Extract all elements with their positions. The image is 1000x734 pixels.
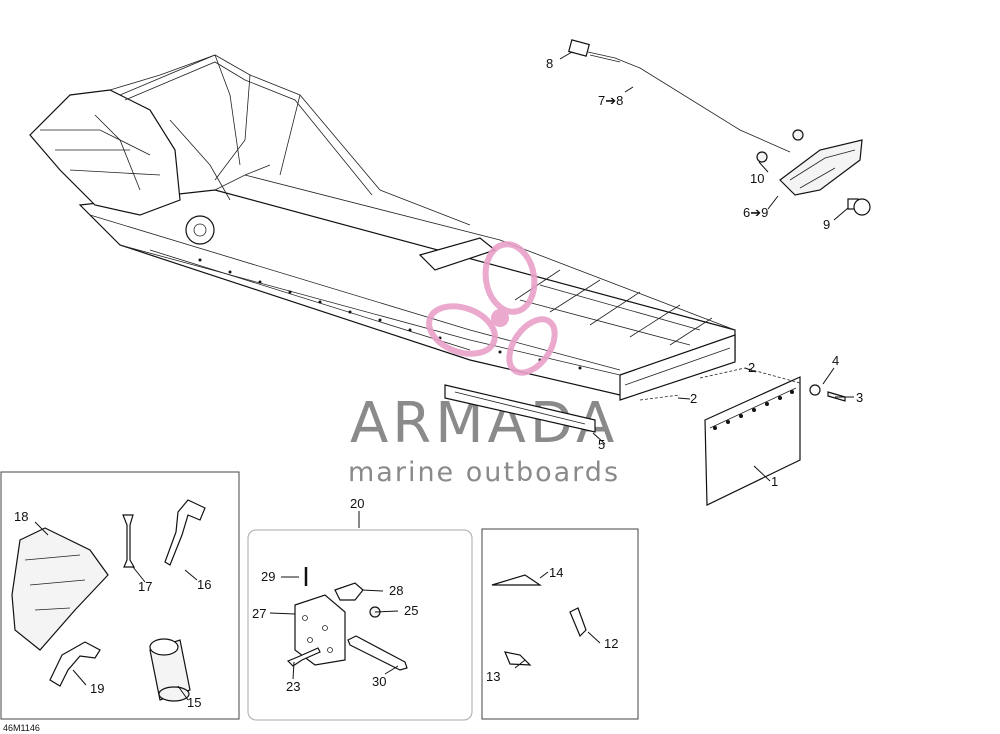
tools-group-box (0, 471, 240, 720)
bracket-group-box (247, 529, 473, 721)
callout-labels: 1 2 2 3 4 5 6➔9 7➔8 8 9 10 12 13 14 15 1… (14, 56, 863, 710)
decal-12 (569, 607, 587, 638)
callout-3: 3 (856, 390, 863, 405)
callout-8: 8 (546, 56, 553, 71)
bolt-30 (347, 635, 408, 671)
callout-29: 29 (261, 569, 275, 584)
strap-19 (49, 641, 101, 687)
wrench-17 (122, 514, 136, 568)
chassis-frame (29, 54, 736, 401)
grommet-top (792, 129, 804, 141)
tool-case-18 (11, 527, 109, 651)
callout-18: 18 (14, 509, 28, 524)
callout-25: 25 (404, 603, 418, 618)
callout-23: 23 (286, 679, 300, 694)
callout-2a: 2 (748, 360, 755, 375)
bulb-9 (847, 198, 871, 216)
callout-10: 10 (750, 171, 764, 186)
callout-7: 7➔8 (598, 93, 623, 108)
bolt-23 (286, 647, 321, 667)
callout-17: 17 (138, 579, 152, 594)
propeller-icon (426, 241, 558, 376)
callout-27: 27 (252, 606, 266, 621)
washer-4 (809, 384, 821, 396)
callout-6: 6➔9 (743, 205, 768, 220)
callout-20: 20 (350, 496, 364, 511)
callout-19: 19 (90, 681, 104, 696)
taillight-lens (779, 139, 863, 196)
flap-strap (444, 384, 596, 433)
callout-9: 9 (823, 217, 830, 232)
callout-15: 15 (187, 695, 201, 710)
spark-plug-socket-15 (149, 638, 191, 702)
spanner-16 (164, 499, 206, 566)
callout-28: 28 (389, 583, 403, 598)
grommet-10 (756, 151, 768, 163)
decals-group-box (481, 528, 639, 720)
callout-4: 4 (832, 353, 839, 368)
decal-14 (491, 574, 542, 586)
figure-code: 46M1146 (3, 723, 40, 733)
snow-flap (704, 376, 801, 506)
callout-30: 30 (372, 674, 386, 689)
watermark-tagline: marine outboards (348, 457, 620, 488)
callout-12: 12 (604, 636, 618, 651)
bracket-28 (334, 582, 364, 601)
decal-13 (504, 651, 532, 666)
bracket-27 (294, 594, 346, 666)
callout-13: 13 (486, 669, 500, 684)
callout-2b: 2 (690, 391, 697, 406)
callout-5: 5 (598, 437, 605, 452)
taillight-harness (568, 39, 791, 153)
cable-2b (639, 394, 681, 401)
callout-16: 16 (197, 577, 211, 592)
callout-1: 1 (771, 474, 778, 489)
leader-lines (34, 51, 854, 701)
callout-14: 14 (549, 565, 563, 580)
